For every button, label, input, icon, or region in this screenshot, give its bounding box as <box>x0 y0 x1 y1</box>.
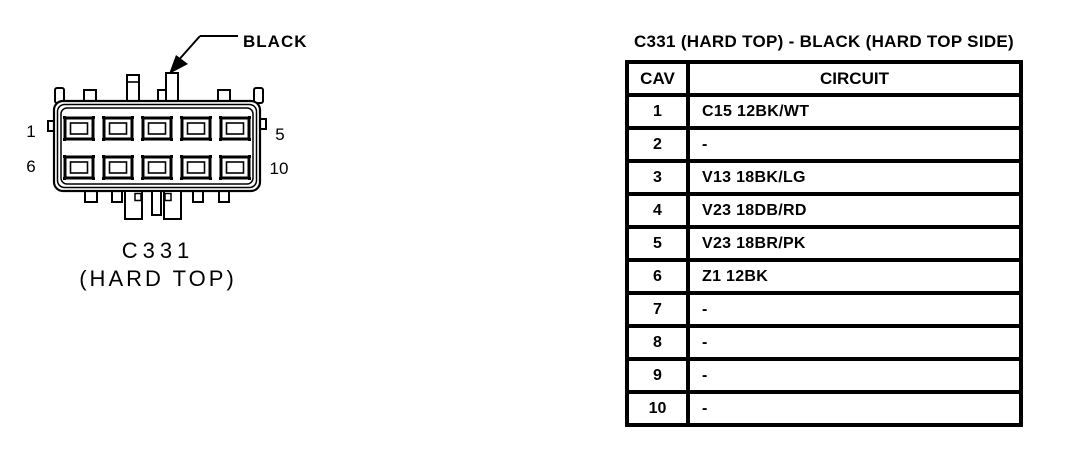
connector-latch-notches <box>134 192 172 202</box>
cav-cell: 10 <box>625 390 690 427</box>
cav-cell: 4 <box>625 192 690 229</box>
table-row: 5 V23 18BR/PK <box>625 225 1023 262</box>
table-row: 1 C15 12BK/WT <box>625 93 1023 130</box>
column-header-cav: CAV <box>625 60 690 97</box>
circuit-cell: - <box>686 126 1023 163</box>
circuit-cell: - <box>686 357 1023 394</box>
pin-label-1: 1 <box>26 122 35 141</box>
circuit-cell: C15 12BK/WT <box>686 93 1023 130</box>
table-title: C331 (HARD TOP) - BLACK (HARD TOP SIDE) <box>633 32 1015 51</box>
pin-cavity-6 <box>61 153 97 182</box>
pin-cavity-2 <box>100 114 136 143</box>
table-row: 8 - <box>625 324 1023 361</box>
pin-cavity-1 <box>61 114 97 143</box>
cav-cell: 9 <box>625 357 690 394</box>
cav-cell: 7 <box>625 291 690 328</box>
pin-label-5: 5 <box>275 125 284 144</box>
circuit-cell: - <box>686 291 1023 328</box>
connector-pinout-table: CAV CIRCUIT 1 C15 12BK/WT 2 - 3 V13 18BK… <box>625 60 1023 427</box>
cav-cell: 3 <box>625 159 690 196</box>
cav-cell: 6 <box>625 258 690 295</box>
pin-label-10: 10 <box>270 159 289 178</box>
cav-cell: 2 <box>625 126 690 163</box>
table-row: 2 - <box>625 126 1023 163</box>
pin-cavity-7 <box>100 153 136 182</box>
pin-label-6: 6 <box>26 157 35 176</box>
pin-cavity-3 <box>139 114 175 143</box>
black-callout-arrow <box>169 35 238 74</box>
cav-cell: 8 <box>625 324 690 361</box>
connector-variant: (HARD TOP) <box>79 266 237 291</box>
pin-cavity-5 <box>217 114 253 143</box>
circuit-cell: - <box>686 324 1023 361</box>
circuit-cell: V13 18BK/LG <box>686 159 1023 196</box>
table-row: 6 Z1 12BK <box>625 258 1023 295</box>
connector-top-tabs <box>54 72 264 104</box>
pin-cavity-4 <box>178 114 214 143</box>
table-header-row: CAV CIRCUIT <box>625 60 1023 97</box>
circuit-cell: - <box>686 390 1023 427</box>
connector-diagram: BLACK 1 5 6 10 <box>26 32 308 220</box>
wire-color-label: BLACK <box>243 32 308 51</box>
column-header-circuit: CIRCUIT <box>686 60 1023 97</box>
table-row: 4 V23 18DB/RD <box>625 192 1023 229</box>
table-row: 10 - <box>625 390 1023 427</box>
connector-table-body: 1 C15 12BK/WT 2 - 3 V13 18BK/LG 4 V23 18… <box>625 93 1023 427</box>
pin-cavity-9 <box>178 153 214 182</box>
connector-latch <box>124 190 182 220</box>
circuit-cell: Z1 12BK <box>686 258 1023 295</box>
pin-cavity-8 <box>139 153 175 182</box>
table-row: 9 - <box>625 357 1023 394</box>
pin-cavity-10 <box>217 153 253 182</box>
table-row: 3 V13 18BK/LG <box>625 159 1023 196</box>
cav-cell: 1 <box>625 93 690 130</box>
cav-cell: 5 <box>625 225 690 262</box>
circuit-cell: V23 18DB/RD <box>686 192 1023 229</box>
table-row: 7 - <box>625 291 1023 328</box>
circuit-cell: V23 18BR/PK <box>686 225 1023 262</box>
connector-id: C331 <box>121 238 195 263</box>
connector-caption: C331 (HARD TOP) <box>40 237 276 293</box>
